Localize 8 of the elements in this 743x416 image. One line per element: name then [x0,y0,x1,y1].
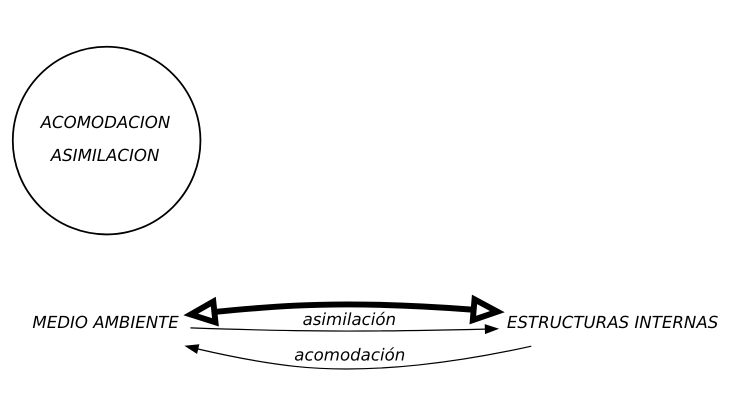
arrow [183,294,505,326]
edge-label: acomodación [294,346,406,365]
node-circle: ACOMODACION ASIMILACION [12,46,202,236]
arrow [184,344,532,370]
arrow [190,324,500,334]
node-text: ESTRUCTURAS INTERNAS [506,312,718,332]
node-text: MEDIO AMBIENTE [32,312,179,332]
edge-label: asimilación [302,310,396,329]
